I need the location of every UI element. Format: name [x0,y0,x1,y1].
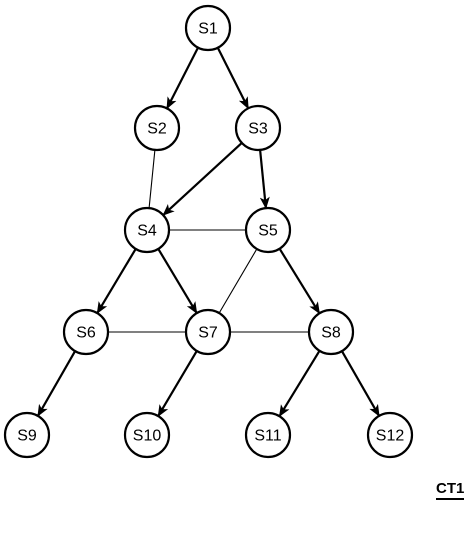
node-s5: S5 [244,206,292,254]
node-label: S4 [137,223,157,240]
node-s9: S9 [3,411,51,459]
node-s10: S10 [123,411,171,459]
node-s11: S11 [244,411,292,459]
node-s2: S2 [133,104,181,152]
node-circle [307,308,355,356]
node-circle [366,411,414,459]
node-label: S3 [248,121,268,138]
node-s3: S3 [234,104,282,152]
node-circle [62,308,110,356]
node-s8: S8 [307,308,355,356]
node-label: S5 [258,223,278,240]
node-circle [3,411,51,459]
edge-s7-s10 [157,350,198,417]
node-circle [234,104,282,152]
node-label: S11 [254,428,281,445]
edge-s3-s4 [162,142,243,216]
edge-s1-s3 [216,47,250,110]
node-circle [123,206,171,254]
node-label: S1 [198,21,218,38]
node-circle [133,104,181,152]
edge-s2-s4 [148,149,156,209]
edge-s3-s5 [259,149,270,210]
edge-s5-s7 [218,248,258,314]
edges-layer [36,47,381,418]
node-circle [123,411,171,459]
node-label: S10 [133,428,162,445]
node-s12: S12 [366,411,414,459]
edge-s8-s12 [340,350,381,417]
edge-s1-s2 [166,47,199,110]
node-label: S7 [198,325,218,342]
node-circle [244,411,292,459]
edge-s5-s8 [278,248,321,315]
node-label: S9 [17,428,37,445]
node-circle [184,308,232,356]
node-circle [244,206,292,254]
edge-s6-s9 [36,350,77,417]
node-s4: S4 [123,206,171,254]
node-s1: S1 [184,4,232,52]
edge-s8-s11 [278,350,321,418]
node-s7: S7 [184,308,232,356]
node-circle [184,4,232,52]
node-label: S12 [376,428,405,445]
node-label: S6 [76,325,96,342]
figure-label: CT1 [436,480,465,500]
node-label: S2 [147,121,167,138]
edge-s4-s6 [96,248,137,314]
node-s6: S6 [62,308,110,356]
node-label: S8 [321,325,341,342]
edge-s4-s7 [157,248,198,314]
